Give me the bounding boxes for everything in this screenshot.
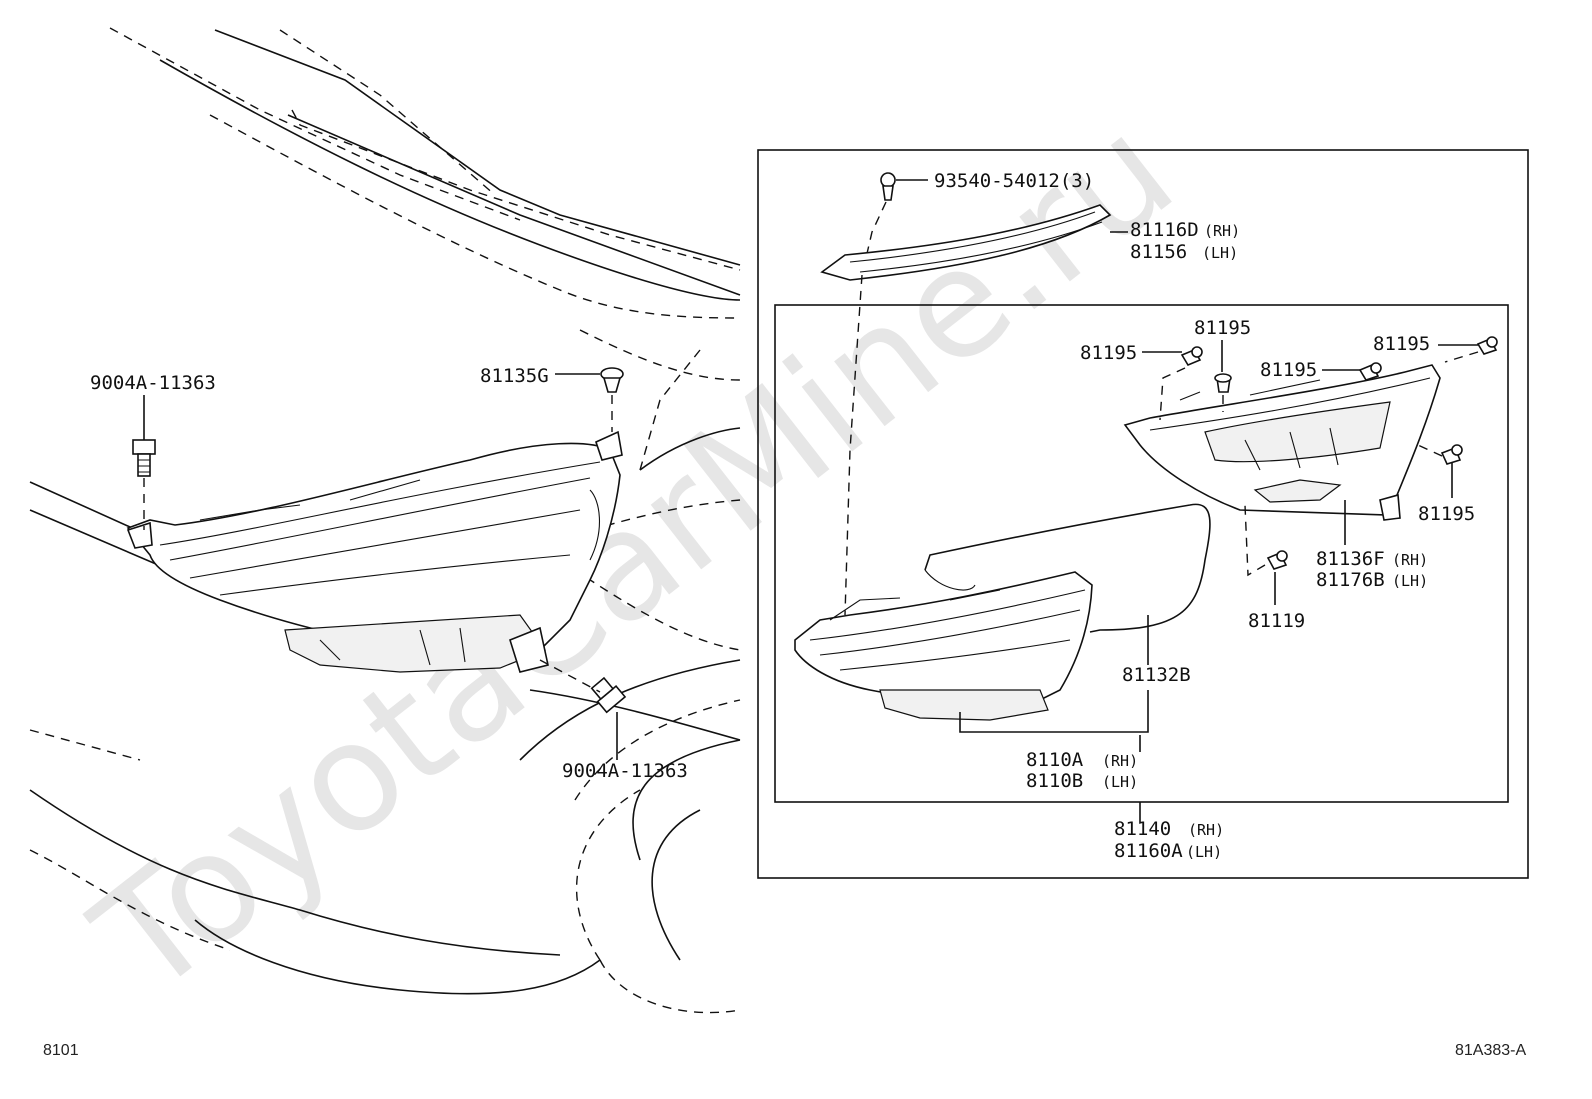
- callout-81140: 81140: [1114, 818, 1171, 840]
- callout-8110b: 8110B: [1026, 770, 1083, 792]
- callout-81116d-side: (RH): [1204, 222, 1240, 240]
- callout-8110a: 8110A: [1026, 749, 1084, 771]
- callout-8110a-side: (RH): [1102, 752, 1138, 770]
- callout-81160a-side: (LH): [1186, 843, 1222, 861]
- page-code: 8101: [43, 1042, 79, 1059]
- callout-81176b: 81176B: [1316, 569, 1385, 591]
- screw-icon: [880, 172, 896, 201]
- callout-81160a: 81160A: [1114, 840, 1183, 862]
- callout-81116d: 81116D: [1130, 219, 1199, 241]
- callout-81119: 81119: [1248, 610, 1305, 632]
- callout-81156: 81156: [1130, 241, 1187, 263]
- bolt-lower-icon: [590, 676, 627, 714]
- headlamp-installed-illustration: [126, 430, 623, 673]
- clip-81195-d-icon: [1476, 336, 1498, 355]
- clip-81195-b-icon: [1214, 373, 1232, 393]
- bolt-upper-icon: [132, 439, 156, 477]
- clip-81195-a-icon: [1180, 346, 1203, 367]
- figure-code: 81A383-A: [1455, 1042, 1526, 1059]
- clip-81119-icon: [1266, 550, 1288, 570]
- callout-81195-mid: 81195: [1260, 359, 1317, 381]
- clip-icon: [600, 367, 624, 393]
- callout-8110b-side: (LH): [1102, 773, 1138, 791]
- assembly-inner-frame: [774, 304, 1509, 803]
- callout-81176b-side: (LH): [1392, 572, 1428, 590]
- callout-81136f-side: (RH): [1392, 551, 1428, 569]
- callout-81156-side: (LH): [1202, 244, 1238, 262]
- headlamp-lens-illustration: [794, 571, 1093, 721]
- callout-81140-side: (RH): [1188, 821, 1224, 839]
- callout-9004a-11363-upper: 9004A-11363: [90, 372, 216, 394]
- headlamp-cover-strip: [820, 204, 1112, 281]
- clip-81195-c-icon: [1358, 362, 1382, 381]
- clip-81195-e-icon: [1440, 444, 1463, 465]
- callout-93540-54012: 93540-54012(3): [934, 170, 1094, 192]
- assembly-outer-frame: [757, 149, 1529, 879]
- headlamp-housing-illustration: [1123, 364, 1441, 521]
- callout-81136f: 81136F: [1316, 548, 1385, 570]
- callout-81195-right: 81195: [1373, 333, 1430, 355]
- callout-9004a-11363-lower: 9004A-11363: [562, 760, 688, 782]
- callout-81195-top: 81195: [1194, 317, 1251, 339]
- callout-81132b: 81132B: [1122, 664, 1191, 686]
- gasket-outline: [924, 503, 1211, 633]
- callout-81195-lower: 81195: [1418, 503, 1475, 525]
- callout-81195-left: 81195: [1080, 342, 1137, 364]
- callout-81135g: 81135G: [480, 365, 549, 387]
